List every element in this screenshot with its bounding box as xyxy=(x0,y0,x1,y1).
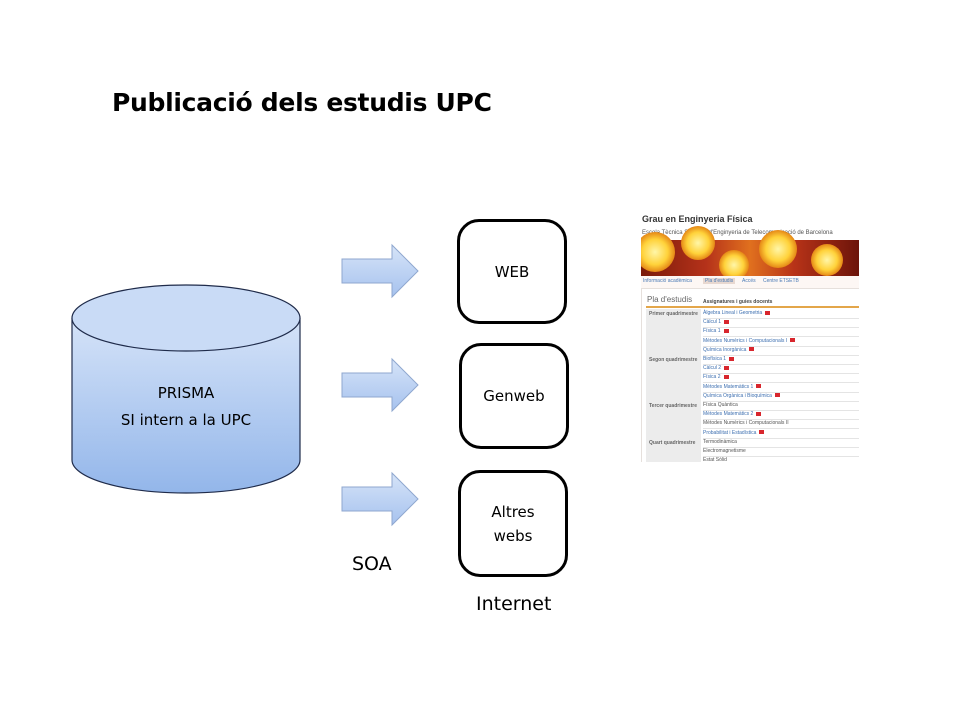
course-row[interactable]: Física 1 xyxy=(703,327,859,338)
pdf-icon[interactable] xyxy=(790,338,796,343)
course-row[interactable]: Mètodes Numèrics i Computacionals I xyxy=(703,337,859,347)
course-row[interactable]: Àlgebra Lineal i Geometria xyxy=(703,309,859,319)
panel-title: Pla d'estudis xyxy=(647,295,693,304)
pdf-icon[interactable] xyxy=(723,375,729,380)
web-label: WEB xyxy=(494,262,530,281)
tab-acces[interactable]: Accés xyxy=(742,278,756,284)
course-row[interactable]: Física 2 xyxy=(703,373,859,384)
tab-pla-estudis[interactable]: Pla d'estudis xyxy=(703,278,736,284)
degree-title: Grau en Enginyeria Física xyxy=(642,214,753,224)
tab-centre[interactable]: Centre ETSETB xyxy=(763,278,799,284)
course-row: Física Quàntica xyxy=(703,401,859,411)
course-row[interactable]: Química Inorgànica xyxy=(703,346,859,356)
altres-webs-label: Altres webs xyxy=(491,502,535,545)
study-plan-screenshot: Grau en Enginyeria Física Escola Tècnica… xyxy=(641,210,859,462)
course-row: Termodinàmica xyxy=(703,438,859,448)
semester-label: Primer quadrimestre xyxy=(646,309,701,355)
course-name: Termodinàmica xyxy=(703,438,737,445)
course-name: Mètodes Numèrics i Computacionals II xyxy=(703,420,789,427)
course-row[interactable]: Probabilitat i Estadística xyxy=(703,429,859,439)
pdf-icon[interactable] xyxy=(765,310,771,315)
genweb-label: Genweb xyxy=(483,387,545,405)
screenshot-panel: Pla d'estudis xyxy=(641,288,859,462)
course-name: Física 2 xyxy=(703,374,721,381)
course-name: Càlcul 1 xyxy=(703,319,722,326)
course-row[interactable]: Càlcul 1 xyxy=(703,318,859,329)
pdf-icon[interactable] xyxy=(756,384,762,389)
course-name: Estat Sòlid xyxy=(703,457,727,462)
pdf-icon[interactable] xyxy=(724,319,730,324)
course-row[interactable]: Mètodes Matemàtics 1 xyxy=(703,383,859,393)
semester-label: Quart quadrimestre xyxy=(646,437,701,462)
pdf-icon[interactable] xyxy=(756,411,762,416)
altres-webs-box: Altres webs xyxy=(458,470,568,577)
database-cylinder: PRISMA SI intern a la UPC xyxy=(71,284,301,494)
pdf-icon[interactable] xyxy=(724,365,730,370)
database-description: SI intern a la UPC xyxy=(121,411,251,429)
internet-label: Internet xyxy=(476,593,552,615)
course-name: Física Quàntica xyxy=(703,402,738,408)
course-name: Mètodes Matemàtics 2 xyxy=(703,411,754,418)
table-header-rule xyxy=(646,306,859,308)
course-name: Mètodes Matemàtics 1 xyxy=(703,383,754,390)
semester-label: Segon quadrimestre xyxy=(646,355,701,401)
course-name: Electromagnetisme xyxy=(703,448,746,454)
table-header: Assignatures i guies docents xyxy=(703,299,773,305)
database-name: PRISMA xyxy=(158,384,215,402)
page-title: Publicació dels estudis UPC xyxy=(112,88,492,117)
course-row: Mètodes Numèrics i Computacionals II xyxy=(703,419,859,430)
course-name: Química Inorgànica xyxy=(703,346,747,353)
course-row[interactable]: Química Orgànica i Bioquímica xyxy=(703,392,859,402)
arrow-to-web xyxy=(341,243,419,299)
course-name: Probabilitat i Estadística xyxy=(703,429,757,436)
web-box: WEB xyxy=(457,219,567,324)
course-name: Física 1 xyxy=(703,328,721,335)
pdf-icon[interactable] xyxy=(729,356,735,361)
course-row[interactable]: Càlcul 2 xyxy=(703,364,859,375)
arrow-to-altres-webs xyxy=(341,471,419,527)
genweb-box: Genweb xyxy=(459,343,569,449)
semester-label: Tercer quadrimestre xyxy=(646,401,701,438)
pdf-icon[interactable] xyxy=(749,347,755,352)
course-row[interactable]: Biofísica 1 xyxy=(703,355,859,365)
course-row: Electromagnetisme xyxy=(703,447,859,457)
tab-informacio[interactable]: Informació acadèmica xyxy=(643,278,692,284)
course-name: Mètodes Numèrics i Computacionals I xyxy=(703,337,788,344)
school-name: Escola Tècnica Superior d'Enginyeria de … xyxy=(642,230,833,236)
pdf-icon[interactable] xyxy=(723,329,729,334)
arrow-to-genweb xyxy=(341,357,419,413)
pdf-icon[interactable] xyxy=(759,430,765,435)
course-name: Càlcul 2 xyxy=(703,365,722,372)
soa-label: SOA xyxy=(352,553,392,575)
banner-image xyxy=(641,226,859,280)
pdf-icon[interactable] xyxy=(774,393,780,398)
course-name: Biofísica 1 xyxy=(703,356,727,362)
screenshot-tabs: Informació acadèmica Pla d'estudis Accés… xyxy=(641,276,859,289)
course-name: Àlgebra Lineal i Geometria xyxy=(703,310,763,316)
course-row: Estat Sòlid xyxy=(703,456,859,462)
course-row[interactable]: Mètodes Matemàtics 2 xyxy=(703,410,859,421)
course-name: Química Orgànica i Bioquímica xyxy=(703,392,772,399)
